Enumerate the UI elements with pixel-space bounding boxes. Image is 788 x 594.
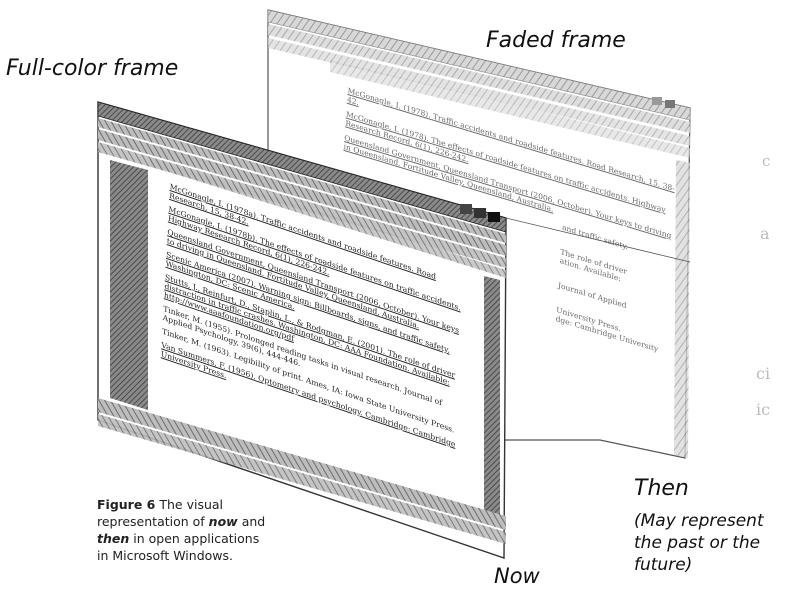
figure-caption: Figure 6 The visual representation of no…	[97, 496, 267, 564]
faded-toolbar-3	[330, 60, 690, 158]
full-toolbar-1	[98, 129, 506, 256]
caption-text-2: and	[237, 514, 266, 529]
faded-scrollbar	[674, 160, 690, 458]
edge-mark-1: c	[762, 152, 771, 170]
full-maximize-icon[interactable]	[474, 208, 486, 218]
full-toolbar-2	[98, 142, 506, 268]
faded-window-edge	[505, 217, 691, 263]
full-ruler	[150, 158, 506, 278]
full-status-bar	[98, 414, 506, 544]
caption-text-3: in open applications in Microsoft Window…	[97, 531, 260, 563]
edge-mark-3: ci	[756, 364, 771, 383]
faded-toolbar-1	[268, 24, 690, 133]
full-titlebar	[97, 101, 507, 233]
now-label: Now	[494, 564, 540, 588]
faded-maximize-icon	[652, 97, 662, 105]
full-left-panel	[110, 160, 148, 410]
then-label: Then	[634, 476, 689, 501]
caption-now-word: now	[208, 514, 238, 529]
full-minimize-icon[interactable]	[460, 204, 472, 214]
edge-mark-4: ic	[756, 400, 771, 419]
edge-mark-2: a	[760, 224, 770, 243]
full-menubar	[98, 118, 506, 243]
caption-text-1: The visual representation of	[97, 497, 224, 529]
full-drawing-toolbar	[98, 398, 506, 530]
full-color-frame-label: Full-color frame	[6, 56, 179, 81]
full-close-icon[interactable]	[488, 212, 500, 222]
faded-titlebar	[267, 9, 691, 121]
faded-toolbar-2	[268, 38, 690, 146]
figure-number: Figure 6	[97, 497, 156, 512]
faded-frame-label: Faded frame	[486, 28, 626, 53]
caption-then-word: then	[97, 531, 130, 546]
faded-close-icon	[665, 100, 675, 108]
full-right-panel	[484, 276, 500, 520]
then-note: (May represent the past or the future)	[634, 511, 764, 575]
